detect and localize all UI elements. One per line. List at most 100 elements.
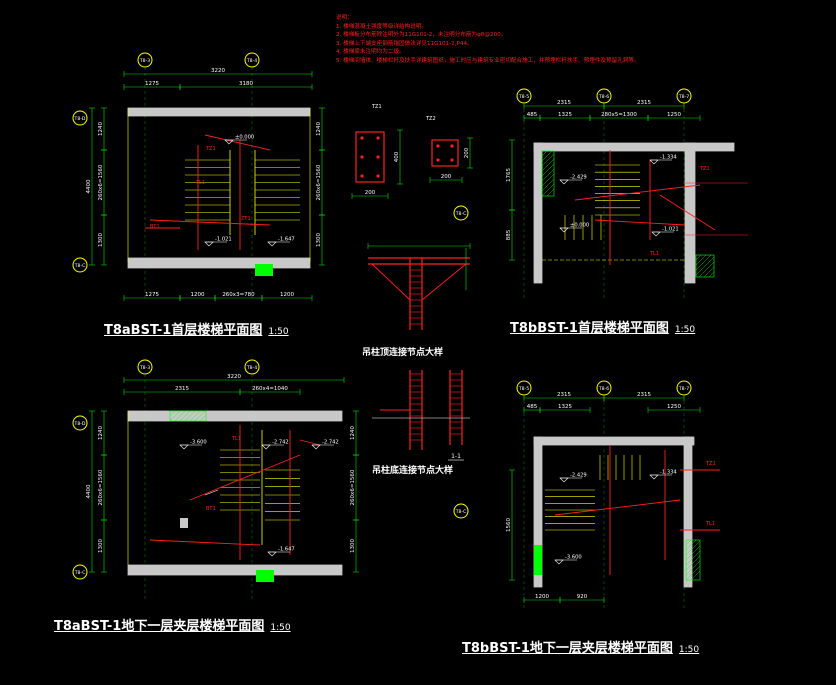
hatch-line xyxy=(541,158,555,172)
note-line: 4. 楼梯梁未注明均为二级。 xyxy=(336,49,405,55)
hatch-line xyxy=(541,173,555,187)
elevation-mark xyxy=(179,444,189,450)
hatch-line xyxy=(169,410,181,422)
hatch-line xyxy=(708,271,715,278)
hatch-line xyxy=(685,539,697,551)
dimension-text: 1560 xyxy=(506,518,512,532)
hatch-line xyxy=(541,168,555,182)
rebar-line xyxy=(189,454,301,501)
rebar-dot xyxy=(360,155,364,159)
axis-label: T8-D xyxy=(74,116,86,122)
axis-bubble xyxy=(453,503,469,519)
dimension-text: 280x5=1300 xyxy=(601,112,637,118)
dimension-text: 4400 xyxy=(86,179,92,193)
axis-label: T8-D xyxy=(74,421,86,427)
axis-bubble xyxy=(72,110,88,126)
elevation-mark xyxy=(559,179,569,185)
elevation-mark xyxy=(267,551,277,557)
plan-scale: 1:50 xyxy=(268,327,289,337)
axis-label: T8-7 xyxy=(678,386,689,392)
dimension-text: 260x6=1560 xyxy=(98,469,104,505)
rebar-line xyxy=(204,134,271,151)
elevation-mark xyxy=(559,227,569,233)
plan-scale: 1:50 xyxy=(674,325,696,335)
member-label: TL1 xyxy=(231,436,241,442)
dimension-text: 2315 xyxy=(557,392,571,398)
bottom-joint-title: 吊柱底连接节点大样 xyxy=(372,466,454,476)
wall-bottom xyxy=(127,564,343,576)
elevation-text: ±0.000 xyxy=(235,135,254,141)
axis-label: T8-C xyxy=(455,509,467,515)
dimension-text: 260x6=1560 xyxy=(316,164,322,200)
dimension-text: 1765 xyxy=(506,168,512,182)
dimension-text: 1300 xyxy=(350,539,356,553)
dimension-text: 920 xyxy=(577,594,588,600)
green-column xyxy=(255,264,273,276)
plan-scale: 1:50 xyxy=(678,645,700,655)
dimension-text: 200 xyxy=(441,174,452,180)
rebar-line xyxy=(299,439,321,446)
note-line: 3. 楼梯上下端支座钢筋锚固做法详见11G101-2,P44。 xyxy=(336,40,473,47)
hatch-line xyxy=(695,256,715,276)
dimension-text: 1250 xyxy=(667,112,681,118)
hatch-line xyxy=(189,410,201,422)
dimension-text: 1325 xyxy=(558,404,572,410)
dimension-text: 1300 xyxy=(98,539,104,553)
rebar-line xyxy=(421,263,467,301)
member-label: TL1 xyxy=(649,251,659,257)
axis-label: T8-6 xyxy=(598,94,609,100)
dimension-text: 2315 xyxy=(637,392,651,398)
elevation-mark xyxy=(651,231,661,237)
wall-top xyxy=(127,410,343,422)
hatch-line xyxy=(685,540,701,556)
elevation-text: -2.742 xyxy=(322,440,339,446)
hatch-line xyxy=(541,153,555,167)
plan-title-text: T8bBST-1地下一层夹层楼梯平面图 xyxy=(462,641,673,656)
hatch-line xyxy=(685,539,692,546)
rebar-dot xyxy=(436,144,440,148)
elevation-mark xyxy=(204,241,214,247)
elevation-text: -1.334 xyxy=(660,155,677,161)
notes-heading: 说明： xyxy=(336,15,353,21)
note-line: 5. 楼梯间墙体、楼梯栏杆及扶手详建筑图纸，施工时应与建筑专业密切配合施工，并预… xyxy=(336,57,640,64)
wall-left xyxy=(533,436,543,588)
dimension-text: 2315 xyxy=(557,100,571,106)
section-mark: 1-1 xyxy=(451,453,461,460)
dimension-text: 260x4=1040 xyxy=(252,386,288,392)
plan-scale: 1:50 xyxy=(270,623,291,633)
dimension-text: 1275 xyxy=(145,292,159,298)
rebar-line xyxy=(149,539,261,546)
rebar-line xyxy=(659,194,716,231)
axis-label: T8-C xyxy=(455,211,467,217)
axis-label: T8-C xyxy=(74,570,86,576)
plan-title-b1: T8bBST-1首层楼梯平面图 1:50 xyxy=(510,317,695,336)
dimension-text: 1300 xyxy=(98,233,104,247)
hatch-line xyxy=(546,188,555,197)
note-line: 1. 楼梯混凝土强度等级详结构说明。 xyxy=(336,23,428,30)
axis-bubble xyxy=(72,564,88,580)
green-column xyxy=(534,545,542,575)
rebar-dot xyxy=(376,174,380,178)
hatch-line xyxy=(541,150,548,157)
plan-title-text: T8bBST-1首层楼梯平面图 xyxy=(510,321,669,336)
elevation-text: -3.600 xyxy=(190,440,207,446)
dimension-text: 1200 xyxy=(280,292,294,298)
rebar-line xyxy=(554,499,681,516)
member-label: BT1 xyxy=(206,506,216,512)
axis-label: T8-4 xyxy=(246,365,257,371)
dimension-text: 260x6=1560 xyxy=(350,469,356,505)
member-label: TL1 xyxy=(195,180,205,186)
dimension-text: 1240 xyxy=(98,122,104,136)
dimension-text: 1200 xyxy=(191,292,205,298)
rebar-dot xyxy=(436,158,440,162)
rebar-dot xyxy=(450,158,454,162)
wall-left xyxy=(533,142,543,284)
rebar-dot xyxy=(360,174,364,178)
plan-title-text: T8aBST-1首层楼梯平面图 xyxy=(104,323,263,338)
hatch-area xyxy=(541,150,555,197)
dimension-text: 3220 xyxy=(211,68,225,74)
dimension-text: 1250 xyxy=(667,404,681,410)
axis-label: T8-5 xyxy=(518,386,529,392)
